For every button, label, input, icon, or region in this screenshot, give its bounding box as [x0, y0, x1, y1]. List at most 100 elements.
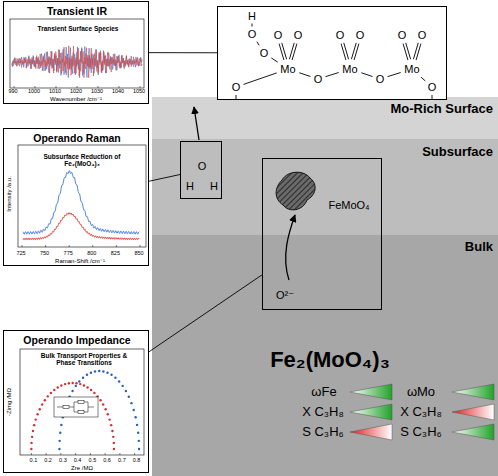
atom-label: Mo	[342, 63, 357, 76]
atom-label: O	[336, 29, 345, 42]
chemical-bond	[361, 73, 372, 77]
data-point	[113, 448, 115, 450]
data-point	[83, 384, 85, 386]
chemical-bond	[341, 44, 346, 60]
chemical-bond	[403, 44, 408, 60]
region-label: Bulk	[465, 240, 493, 255]
chemical-bond	[326, 73, 339, 77]
tick-mark	[60, 453, 61, 455]
axis-title: -Zimg /MΩ	[6, 388, 13, 416]
data-point	[78, 380, 80, 382]
atom-label: O	[428, 81, 437, 94]
tick-label: 1050	[133, 88, 145, 94]
data-point	[58, 448, 60, 450]
axis-title: Intensity /a.u.	[6, 176, 13, 212]
tick-label: 1040	[112, 88, 124, 94]
ion-label: O²⁻	[276, 289, 294, 302]
atom-label: O	[198, 160, 207, 173]
tick-label: 0.6	[103, 457, 111, 463]
surface-anchor	[432, 95, 433, 99]
atom-label: O	[232, 81, 241, 94]
chemical-bond	[388, 73, 401, 77]
data-point	[64, 383, 66, 385]
equivalent-circuit	[54, 397, 98, 417]
tick-mark	[119, 86, 120, 88]
data-point	[133, 409, 135, 411]
data-point	[53, 389, 55, 391]
chart-panel: Operando RamanSubsurface Reduction of Fe…	[3, 128, 149, 266]
tick-mark	[31, 453, 32, 455]
atom-label: O	[294, 29, 303, 42]
data-point	[75, 385, 77, 387]
raman-trace	[23, 213, 139, 240]
data-point	[30, 448, 32, 450]
data-point	[50, 392, 52, 394]
tick-label: 1030	[91, 88, 103, 94]
data-point	[82, 377, 84, 379]
tick-label: 825	[111, 250, 120, 256]
data-point	[79, 383, 81, 385]
chart-panel: Operando ImpedanceBulk Transport Propert…	[3, 330, 149, 473]
data-point	[137, 432, 139, 434]
data-point	[130, 402, 132, 404]
data-point	[44, 399, 46, 401]
data-point	[39, 408, 41, 410]
data-point	[113, 442, 115, 444]
tick-mark	[14, 86, 15, 88]
data-point	[114, 377, 116, 379]
data-point	[35, 418, 37, 420]
data-point	[36, 413, 38, 415]
axis-title: Zre /MΩ	[71, 464, 93, 471]
callout-line	[149, 52, 217, 53]
chemical-bond	[279, 44, 284, 60]
data-point	[108, 418, 110, 420]
data-point	[58, 440, 60, 442]
data-point	[110, 424, 112, 426]
axis-title: Wavenumber /cm⁻¹	[50, 96, 102, 103]
chemical-bond	[252, 24, 253, 27]
tick-label: 0.3	[59, 457, 67, 463]
tick-label: 850	[134, 250, 143, 256]
atom-label: O	[356, 29, 365, 42]
surface-anchor	[236, 95, 237, 99]
data-point	[102, 370, 104, 372]
data-point	[59, 432, 61, 434]
spectrum-trace	[12, 46, 142, 78]
data-point	[93, 392, 95, 394]
plot-frame	[18, 145, 146, 247]
water-box: OHH	[180, 141, 222, 199]
data-point	[134, 416, 136, 418]
subsurface-band: Subsurface	[152, 139, 498, 235]
panel-title: Operando Impedance	[23, 334, 130, 346]
atom-label: O	[260, 47, 269, 60]
tick-label: 1020	[70, 88, 82, 94]
data-point	[30, 442, 32, 444]
region-label: Mo-Rich Surface	[390, 102, 493, 117]
phase-name: FeMoO₄	[328, 199, 369, 212]
data-point	[107, 413, 109, 415]
trend-label: S C₃H₆	[302, 425, 344, 439]
atom-label: O	[248, 28, 257, 41]
tick-mark	[56, 86, 57, 88]
tick-mark	[46, 453, 47, 455]
data-point	[110, 374, 112, 376]
tick-mark	[35, 86, 36, 88]
panel-subtitle: Bulk Transport Properties & Phase Transi…	[32, 352, 136, 367]
region-label: Subsurface	[422, 145, 493, 160]
tick-label: 775	[64, 250, 73, 256]
data-point	[102, 403, 104, 405]
data-point	[60, 424, 62, 426]
data-point	[33, 424, 35, 426]
trend-label: X C₃H₈	[302, 405, 344, 419]
data-point	[90, 372, 92, 374]
tick-mark	[105, 453, 106, 455]
chemical-bond	[351, 43, 356, 59]
atom-label: Mo	[280, 63, 295, 76]
tick-mark	[75, 453, 76, 455]
plot-frame	[10, 19, 144, 88]
data-point	[99, 399, 101, 401]
tick-mark	[69, 245, 70, 247]
tick-label: 1000	[28, 88, 40, 94]
data-point	[106, 372, 108, 374]
tick-label: 0.2	[44, 457, 52, 463]
